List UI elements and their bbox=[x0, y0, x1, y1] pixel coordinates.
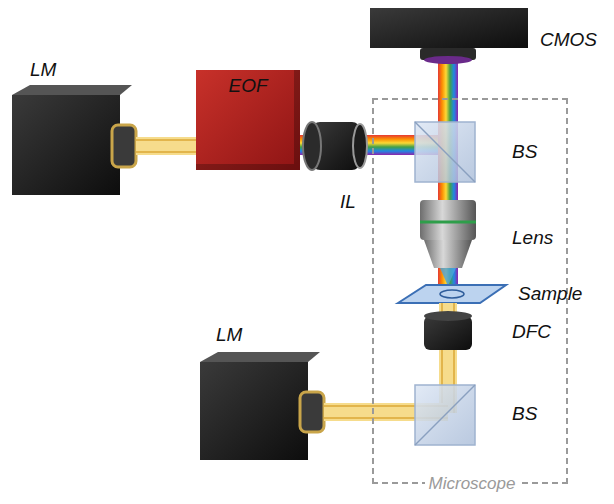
dark-field-condenser bbox=[424, 316, 472, 350]
objective-lens bbox=[420, 200, 476, 240]
part-label: DFC bbox=[512, 322, 551, 343]
part-label: Sample bbox=[518, 284, 582, 305]
part-label: BS bbox=[512, 142, 537, 163]
part-label: CMOS bbox=[540, 30, 597, 51]
sample-slide bbox=[398, 285, 506, 303]
node-label: EOF bbox=[228, 76, 267, 97]
region-label: Microscope bbox=[425, 475, 520, 494]
part-label: IL bbox=[340, 192, 356, 213]
beam-splitter bbox=[415, 385, 475, 445]
part-label: LM bbox=[30, 60, 56, 81]
part-label: Lens bbox=[512, 228, 553, 249]
camera bbox=[370, 8, 528, 48]
part-label: LM bbox=[216, 325, 242, 346]
light-module bbox=[200, 362, 308, 460]
beam-splitter bbox=[415, 122, 475, 182]
filter-box: EOF bbox=[196, 70, 300, 170]
part-label: BS bbox=[512, 404, 537, 425]
light-module bbox=[12, 95, 120, 195]
